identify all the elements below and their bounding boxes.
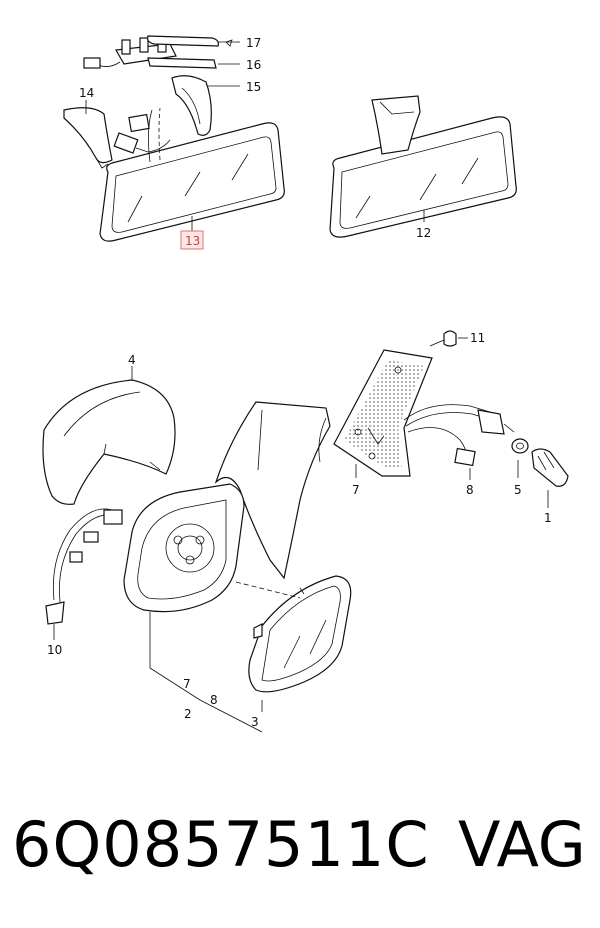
callout-7b: 7 <box>183 677 191 691</box>
callout-4: 4 <box>128 353 136 367</box>
leader-lines-top <box>85 41 240 232</box>
callout-15: 15 <box>246 80 261 94</box>
part-16-bracket <box>83 37 217 69</box>
brand-text: VAG <box>458 808 586 881</box>
callouts: 17 16 15 14 13 12 11 4 7 8 5 1 10 7 8 2 … <box>47 36 552 729</box>
part-10-harness <box>45 508 123 640</box>
leader-lines-bottom <box>149 612 263 733</box>
callout-5: 5 <box>514 483 522 497</box>
callout-3: 3 <box>251 715 259 729</box>
part-17-strip <box>147 35 233 47</box>
part-number-text: 6Q0857511C <box>12 808 430 881</box>
highlight-box-13 <box>180 230 204 250</box>
part-15-trim <box>171 75 212 136</box>
mirror-base-bracket <box>214 401 331 580</box>
callout-10: 10 <box>47 643 62 657</box>
part-5-grommet <box>511 438 529 478</box>
callout-1: 1 <box>544 511 552 525</box>
callout-17: 17 <box>246 36 261 50</box>
callout-8b: 8 <box>210 693 218 707</box>
callout-16: 16 <box>246 58 261 72</box>
connector <box>113 113 171 154</box>
interior-mirror-12 <box>329 95 517 238</box>
part-3-mirror-glass <box>248 575 352 693</box>
mirror-frame <box>123 483 245 613</box>
callout-11: 11 <box>470 331 485 345</box>
part-11-screw <box>429 330 468 347</box>
callout-7a: 7 <box>352 483 360 497</box>
part-8-cable <box>403 404 493 480</box>
callout-13: 13 <box>185 234 200 248</box>
cable-connector <box>477 409 515 435</box>
callout-14: 14 <box>79 86 94 100</box>
part-1-sleeve <box>531 448 569 508</box>
callout-12: 12 <box>416 226 431 240</box>
part-7-gasket-plate <box>333 349 433 478</box>
construction-lines <box>235 581 305 599</box>
interior-mirror-13 <box>99 107 285 242</box>
part-4-housing-cap <box>42 366 176 505</box>
part-14-cover <box>63 107 113 169</box>
callout-8a: 8 <box>466 483 474 497</box>
callout-2: 2 <box>184 707 192 721</box>
